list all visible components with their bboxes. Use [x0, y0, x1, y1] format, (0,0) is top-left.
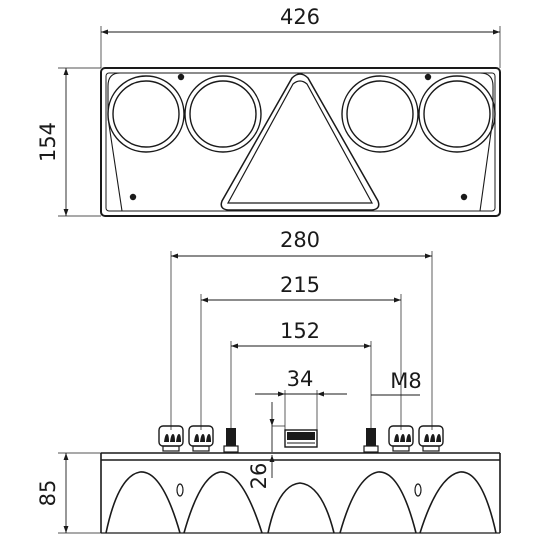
side-view: 280 215 152 34 M8 26 85	[36, 228, 501, 534]
dimension-280-label: 280	[280, 228, 320, 252]
dimension-215-label: 215	[280, 273, 320, 297]
top-view: 426 154	[36, 5, 501, 217]
height-dimension-label: 154	[36, 122, 60, 162]
m8-bolt	[223, 428, 379, 453]
thread-size-label: M8	[390, 369, 421, 393]
screw-icon	[129, 73, 468, 201]
reflector-triangle	[220, 73, 380, 211]
dimension-152-label: 152	[280, 319, 320, 343]
cable-gland	[158, 425, 444, 452]
lens-panel-outline	[107, 72, 494, 212]
width-dimension-label: 426	[280, 5, 320, 29]
lamp-housing-outline	[100, 67, 501, 217]
dimension-34-label: 34	[287, 367, 314, 391]
center-connector	[284, 429, 318, 448]
housing-side-profile	[100, 452, 501, 534]
dimension-26-label: 26	[247, 463, 271, 490]
round-lamp-lens	[107, 75, 496, 153]
dimension-85-label: 85	[36, 480, 60, 507]
